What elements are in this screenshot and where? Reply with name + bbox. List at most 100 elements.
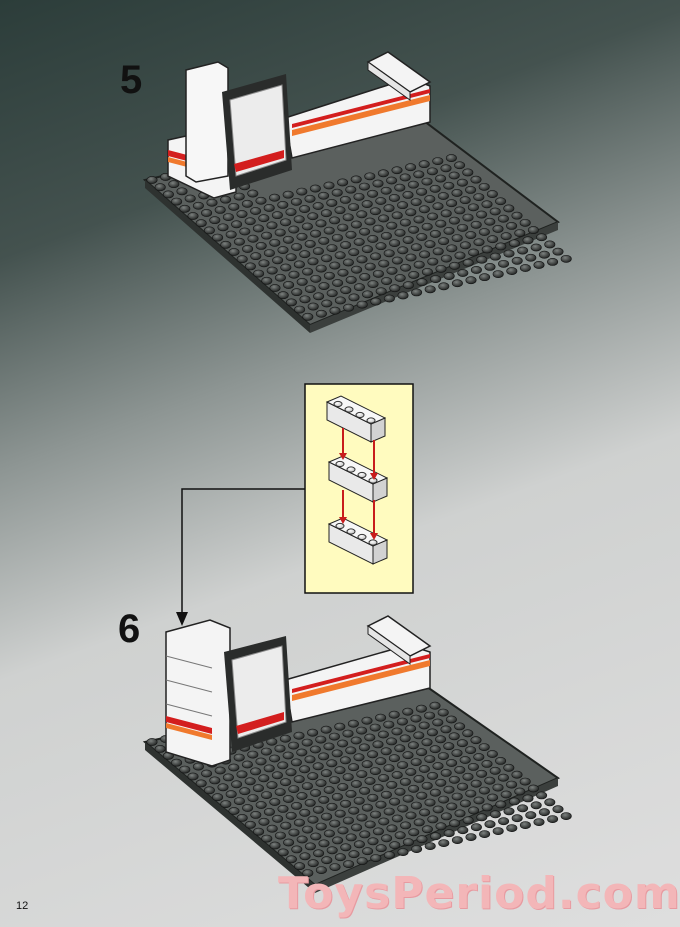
baseplate-stud xyxy=(340,241,352,249)
baseplate-stud xyxy=(530,801,542,810)
baseplate-stud xyxy=(486,190,498,198)
baseplate-stud xyxy=(486,750,498,758)
baseplate-stud xyxy=(356,857,368,865)
baseplate-stud xyxy=(519,821,531,829)
baseplate-stud xyxy=(307,728,319,737)
baseplate-stud xyxy=(372,269,384,278)
baseplate-stud xyxy=(274,831,286,840)
baseplate-stud xyxy=(340,799,352,808)
baseplate-stud xyxy=(236,770,248,779)
baseplate-stud xyxy=(430,275,442,283)
baseplate-stud xyxy=(470,823,482,832)
baseplate-stud xyxy=(236,814,248,822)
baseplate-stud xyxy=(424,195,436,203)
baseplate-stud xyxy=(495,800,507,809)
baseplate-stud xyxy=(361,200,373,208)
baseplate-stud xyxy=(454,766,466,774)
baseplate-stud xyxy=(350,780,362,788)
baseplate-stud xyxy=(274,744,286,753)
baseplate-stud xyxy=(451,189,463,197)
baseplate-stud xyxy=(296,187,308,196)
baseplate-stud xyxy=(236,255,248,264)
baseplate-stud xyxy=(527,784,539,793)
baseplate-stud xyxy=(383,764,395,772)
baseplate-stud xyxy=(435,735,447,744)
baseplate-stud xyxy=(479,273,491,282)
baseplate-stud xyxy=(506,221,518,230)
baseplate-stud xyxy=(220,800,232,808)
baseplate-stud xyxy=(478,228,490,236)
baseplate-stud xyxy=(361,716,373,725)
baseplate-stud xyxy=(318,191,330,200)
baseplate-stud xyxy=(329,819,341,828)
baseplate-stud xyxy=(293,775,305,784)
baseplate-stud xyxy=(318,796,330,804)
baseplate-stud xyxy=(285,253,297,262)
baseplate-stud xyxy=(364,733,376,742)
baseplate-stud xyxy=(263,204,275,212)
baseplate-stud xyxy=(372,784,384,792)
baseplate-stud xyxy=(326,759,338,768)
baseplate-stud xyxy=(383,204,395,213)
baseplate-stud xyxy=(228,763,240,772)
baseplate-stud xyxy=(263,764,275,773)
baseplate-stud xyxy=(323,786,335,794)
baseplate-stud xyxy=(337,178,349,187)
baseplate-stud xyxy=(454,251,466,260)
baseplate-stud xyxy=(416,233,428,241)
baseplate-stud xyxy=(309,184,321,193)
baseplate-stud xyxy=(538,808,550,817)
baseplate-stud xyxy=(201,209,213,217)
baseplate-stud xyxy=(350,736,362,745)
baseplate-stud xyxy=(375,800,387,809)
baseplate-stud xyxy=(405,724,417,733)
baseplate-stud xyxy=(337,783,349,791)
baseplate-stud xyxy=(328,732,340,741)
baseplate-stud xyxy=(176,187,188,196)
baseplate-stud xyxy=(402,190,414,199)
baseplate-stud xyxy=(519,264,531,272)
baseplate-stud xyxy=(179,204,191,213)
baseplate-stud xyxy=(446,802,458,811)
baseplate-stud xyxy=(359,830,371,839)
baseplate-stud xyxy=(329,261,341,270)
baseplate-stud xyxy=(364,217,376,226)
baseplate-stud xyxy=(432,202,444,211)
baseplate-stud xyxy=(258,259,270,268)
baseplate-stud xyxy=(195,219,207,228)
baseplate-stud xyxy=(364,820,376,829)
baseplate-stud xyxy=(389,284,401,293)
baseplate-stud xyxy=(358,182,370,191)
baseplate-stud xyxy=(342,816,354,825)
baseplate-stud xyxy=(405,163,417,172)
baseplate-stud xyxy=(386,737,398,746)
baseplate-stud xyxy=(489,252,501,261)
baseplate-stud xyxy=(206,198,218,207)
baseplate-stud xyxy=(231,220,243,229)
baseplate-stud xyxy=(274,228,286,237)
baseplate-stud xyxy=(413,775,425,783)
baseplate-stud xyxy=(334,809,346,818)
baseplate-stud xyxy=(415,704,427,713)
baseplate-stud xyxy=(375,287,387,296)
baseplate-stud xyxy=(291,802,303,810)
baseplate-stud xyxy=(443,181,455,190)
baseplate-stud xyxy=(451,836,463,844)
baseplate-stud xyxy=(527,226,539,234)
baseplate-stud xyxy=(367,280,379,288)
baseplate-stud xyxy=(277,200,289,209)
baseplate-stud xyxy=(334,251,346,260)
baseplate-stud xyxy=(427,815,439,824)
baseplate-stud xyxy=(323,829,335,838)
baseplate-stud xyxy=(380,186,392,195)
baseplate-stud xyxy=(323,271,335,280)
baseplate-stud xyxy=(459,196,471,205)
baseplate-stud xyxy=(451,234,463,242)
baseplate-stud xyxy=(418,721,430,730)
baseplate-stud xyxy=(296,748,308,757)
baseplate-stud xyxy=(370,854,382,862)
baseplate-stud xyxy=(307,302,319,311)
baseplate-stud xyxy=(342,729,354,738)
baseplate-stud xyxy=(356,726,368,735)
